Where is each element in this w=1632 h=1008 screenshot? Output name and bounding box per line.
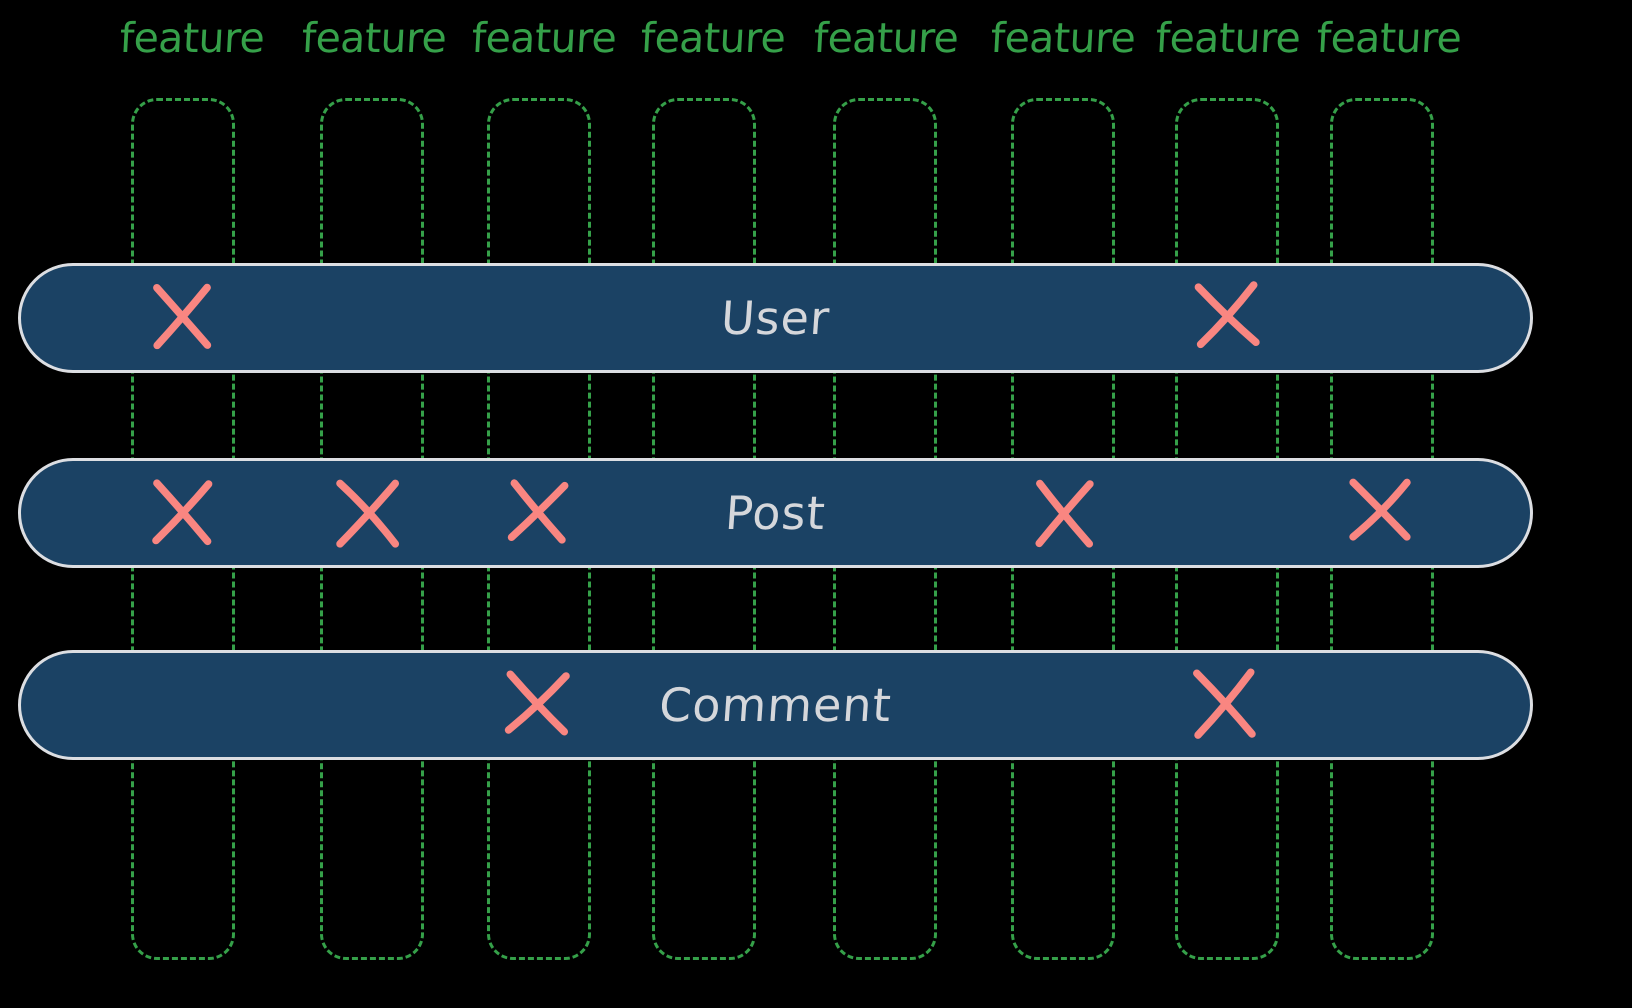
feature-label-8: feature <box>1315 14 1463 62</box>
feature-label-4: feature <box>639 14 787 62</box>
entity-label-user: User <box>719 291 832 345</box>
feature-label-7: feature <box>1154 14 1302 62</box>
feature-label-1: feature <box>118 14 266 62</box>
entity-row-post[interactable]: Post <box>18 458 1533 568</box>
entity-label-comment: Comment <box>657 678 894 732</box>
feature-label-2: feature <box>300 14 448 62</box>
feature-label-3: feature <box>470 14 618 62</box>
entity-row-user[interactable]: User <box>18 263 1533 373</box>
feature-label-5: feature <box>812 14 960 62</box>
entity-row-comment[interactable]: Comment <box>18 650 1533 760</box>
feature-label-6: feature <box>989 14 1137 62</box>
entity-label-post: Post <box>723 486 828 540</box>
